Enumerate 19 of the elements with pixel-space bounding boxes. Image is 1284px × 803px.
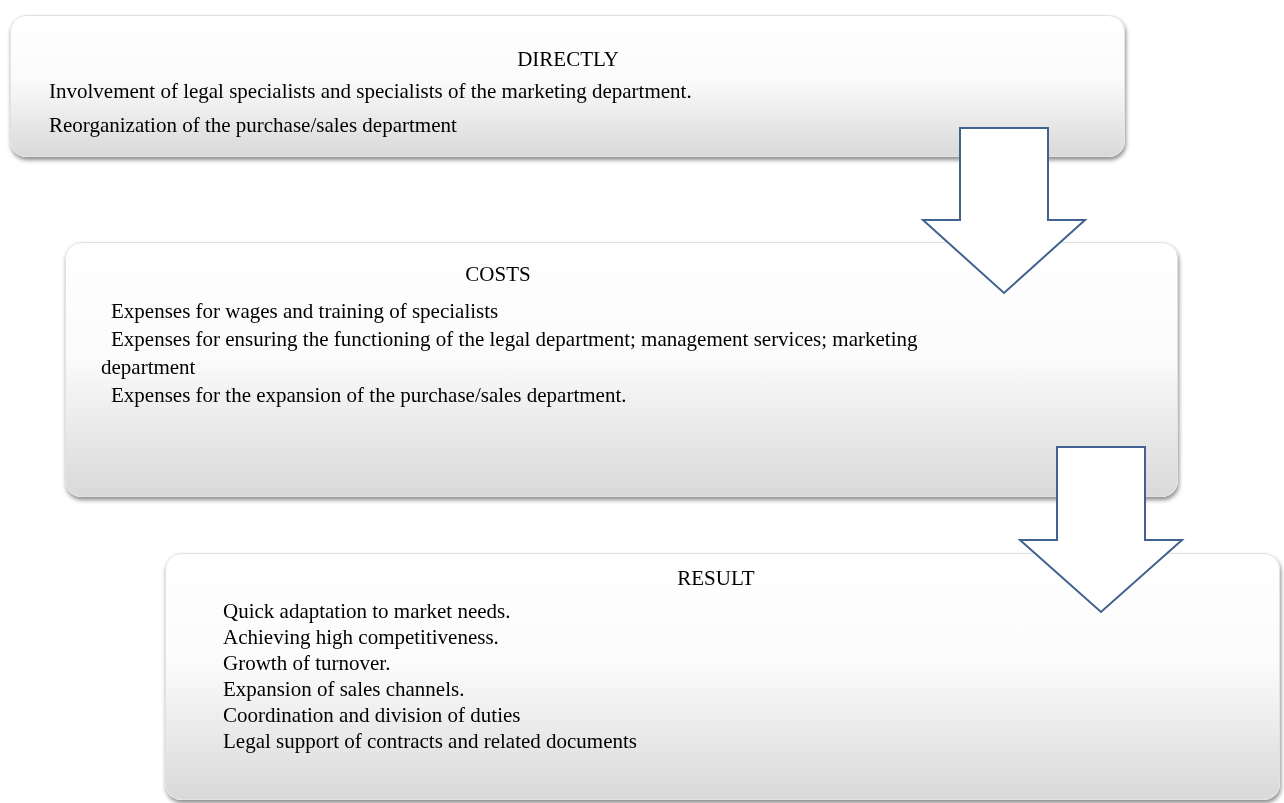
list-item: Expenses for the expansion of the purchase/sales department. [110, 382, 628, 409]
list-item: Expenses for ensuring the functioning of the legal department; management services; marketing department [101, 326, 919, 381]
block-arrow [1017, 446, 1185, 614]
box-heading: DIRECTLY [516, 46, 620, 72]
process-box [65, 242, 1178, 497]
list-item: Growth of turnover. [223, 650, 392, 676]
list-item: Involvement of legal specialists and specialists of the marketing department. [49, 78, 693, 105]
list-item: Legal support of contracts and related documents [223, 728, 639, 754]
process-box [165, 553, 1280, 800]
process-box [10, 15, 1125, 157]
list-item: Reorganization of the purchase/sales department [49, 112, 458, 139]
list-item: Coordination and division of duties [223, 702, 522, 728]
block-arrow [920, 127, 1088, 295]
list-item: Achieving high competitiveness. [223, 624, 500, 650]
list-item: Quick adaptation to market needs. [223, 598, 512, 624]
list-item: Expansion of sales channels. [223, 676, 466, 702]
box-heading: RESULT [676, 565, 756, 591]
list-item: Expenses for wages and training of specialists [110, 298, 500, 325]
box-heading: COSTS [464, 261, 532, 287]
